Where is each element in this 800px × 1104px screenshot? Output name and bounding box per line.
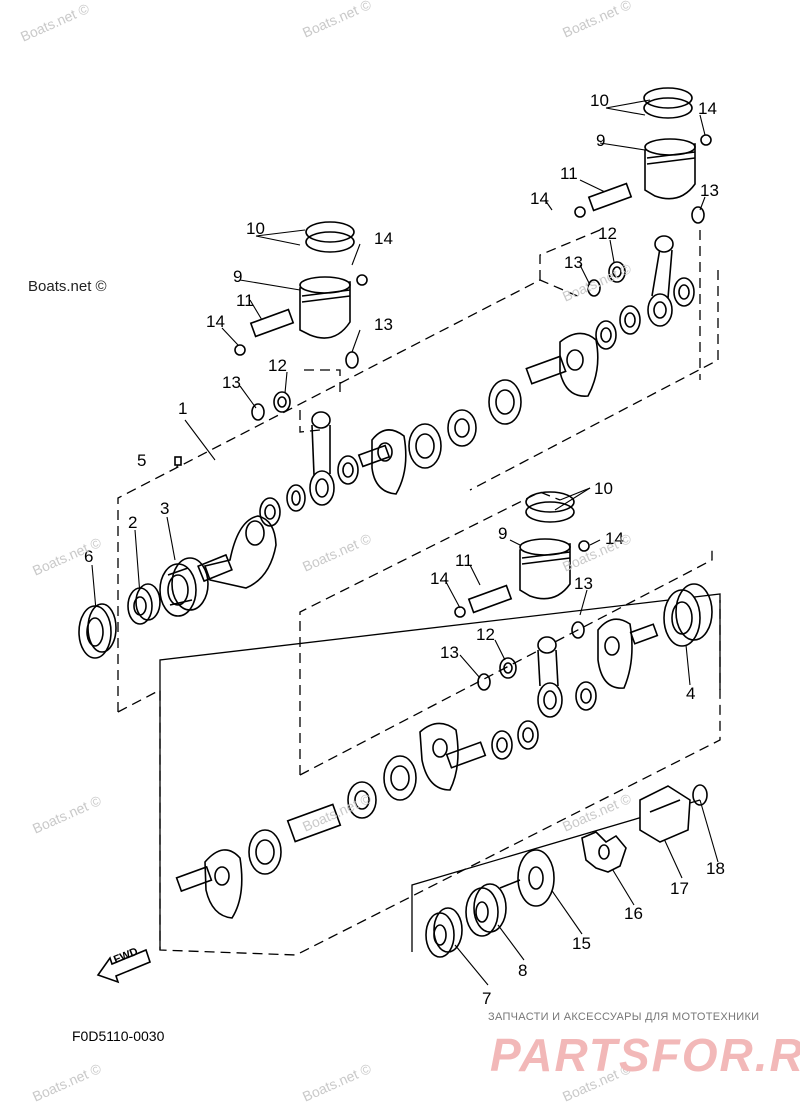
needle-bearing-row-right [595, 277, 695, 350]
callout-11-left: 11 [236, 291, 254, 310]
connecting-rod-12-right [647, 235, 674, 327]
piston-pin-11-lower [467, 584, 513, 614]
coupling-17 [639, 785, 691, 843]
brand-logo: PARTSFOR.RU [490, 1029, 800, 1081]
washers-13-right [587, 206, 705, 297]
damper-16 [581, 831, 627, 873]
clips-14-left [234, 274, 368, 356]
crank-web-lower-left [175, 849, 243, 919]
callout-10-left: 10 [246, 219, 265, 238]
callout-13-right-b: 13 [700, 181, 719, 200]
piston-pin-11-right [587, 182, 633, 212]
callout-10-right: 10 [590, 91, 609, 110]
callout-17: 17 [670, 879, 689, 898]
piston-rings-10-left [305, 221, 355, 253]
callout-12-right: 12 [598, 224, 617, 243]
callout-16: 16 [624, 904, 643, 923]
washer-8 [465, 883, 507, 937]
bearings-lower-row [491, 681, 597, 760]
assembly-outline-lower [159, 593, 721, 952]
assembly-outline-upper [117, 229, 721, 956]
fwd-arrow [96, 948, 151, 984]
callout-13-upper-left: 13 [222, 373, 241, 392]
callout-14-right-b: 14 [530, 189, 549, 208]
callout-6: 6 [84, 547, 94, 566]
callout-5: 5 [137, 451, 147, 470]
callout-2: 2 [128, 513, 138, 532]
oil-seal-6 [78, 603, 117, 659]
callout-10-lower: 10 [594, 479, 613, 498]
oil-seal-7 [425, 907, 463, 958]
crank-web-left [197, 515, 277, 589]
callout-13-upper-mid: 13 [374, 315, 393, 334]
needle-bearing-12-lower-small [499, 657, 517, 679]
piston-rings-10-right [643, 87, 693, 119]
callout-7: 7 [482, 989, 492, 1008]
callout-9-lower: 9 [498, 524, 508, 543]
piston-9-right [644, 138, 696, 200]
callout-12-lower: 12 [476, 625, 495, 644]
coupling-15 [499, 849, 555, 907]
needle-bearing-row [259, 455, 359, 527]
piston-pin-11-left [249, 308, 295, 338]
washers-13-lower [477, 621, 585, 691]
callout-3: 3 [160, 499, 170, 518]
piston-9-left [299, 276, 351, 339]
washers-13-left [251, 351, 359, 421]
main-bearing-middle [408, 379, 522, 469]
callout-11-right: 11 [560, 164, 578, 183]
callout-9-left: 9 [233, 267, 243, 286]
connecting-rod-12-left [309, 411, 335, 506]
callout-13-lower-b: 13 [440, 643, 459, 662]
callout-13-lower-a: 13 [574, 574, 593, 593]
callout-18: 18 [706, 859, 725, 878]
flywheel-4 [663, 583, 713, 647]
collar-2 [127, 583, 161, 625]
callout-14-right-a: 14 [698, 99, 717, 118]
diagram-code: F0D5110-0030 [72, 1028, 165, 1044]
callout-8: 8 [518, 961, 528, 980]
piston-9-lower [519, 538, 571, 600]
brand-tagline: ЗАПЧАСТИ И АКСЕССУАРЫ ДЛЯ МОТОТЕХНИКИ [488, 1011, 760, 1023]
watermark: Boats.net © [28, 278, 107, 295]
callout-1: 1 [178, 399, 188, 418]
callout-14-upper-left: 14 [206, 312, 225, 331]
piston-rings-10-lower [525, 491, 575, 523]
callout-12-left: 12 [268, 356, 287, 375]
pin-5 [174, 456, 182, 466]
callout-14-lower-b: 14 [430, 569, 449, 588]
crank-web-right [525, 332, 599, 397]
callout-13-right-a: 13 [564, 253, 583, 272]
clips-14-lower [454, 540, 590, 618]
callout-14-upper-right: 14 [374, 229, 393, 248]
callout-14-lower-a: 14 [605, 529, 624, 548]
crank-web-middle [357, 429, 407, 495]
crank-web-lower-middle [419, 722, 487, 791]
callout-11-lower: 11 [455, 551, 473, 570]
clips-14-right [574, 134, 712, 218]
callout-15: 15 [572, 934, 591, 953]
connecting-rod-lower [537, 636, 563, 718]
callout-9-right: 9 [596, 131, 606, 150]
crank-web-lower-right [597, 618, 659, 689]
main-bearing-lower [248, 755, 417, 875]
circlip-18 [692, 784, 708, 806]
bearing-3 [159, 557, 209, 617]
callout-4: 4 [686, 684, 696, 703]
needle-bearing-12-left-small [273, 391, 291, 413]
needle-bearing-12-right-small [608, 261, 626, 283]
